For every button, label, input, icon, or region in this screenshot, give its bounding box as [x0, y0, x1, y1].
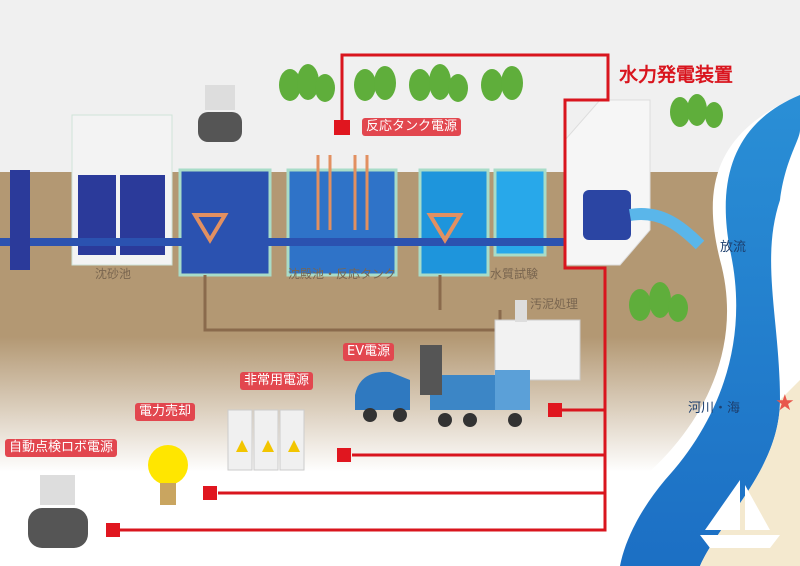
plugs: [106, 120, 562, 537]
label-discharge: 放流: [720, 240, 747, 255]
ev-car: [355, 371, 410, 422]
hydro-power-title: 水力発電装置: [619, 64, 734, 86]
label-grit-chamber: 沈砂池: [95, 267, 132, 281]
label-river-sea: 河川・海: [688, 401, 741, 416]
boat: [700, 480, 780, 548]
emergency-cabinets: [227, 409, 305, 471]
label-power-sale: 電力売却: [135, 403, 196, 421]
treatment-tanks: [0, 114, 600, 332]
inspection-robot: [28, 85, 242, 548]
label-emergency-power: 非常用電源: [240, 372, 314, 390]
trees: [279, 64, 723, 322]
label-sludge: 汚泥処理: [530, 297, 579, 311]
power-lines: [120, 53, 610, 532]
label-settling-reaction: 沈殿池・反応タンク: [288, 267, 397, 281]
hydro-power-unit: [564, 99, 705, 266]
label-robot-power: 自動点検ロボ電源: [5, 439, 118, 457]
light-bulb: [148, 445, 188, 505]
label-ev-power: EV電源: [343, 343, 395, 361]
starfish-icon: ★: [775, 391, 795, 416]
dump-truck: [420, 345, 530, 427]
label-water-test: 水質試験: [490, 267, 539, 281]
label-reaction-tank-power: 反応タンク電源: [362, 118, 462, 136]
